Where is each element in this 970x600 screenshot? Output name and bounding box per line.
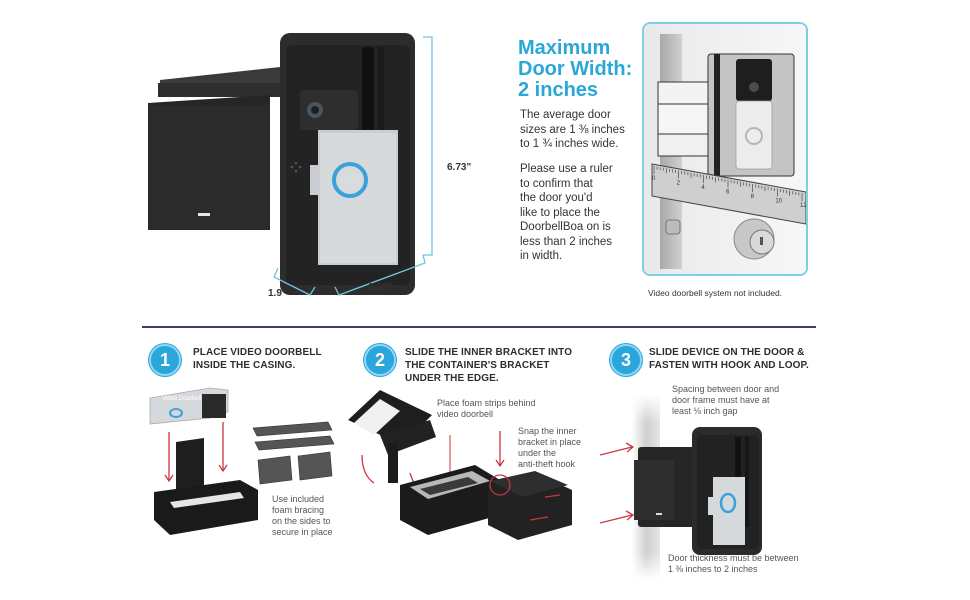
height-dimension-line (423, 36, 433, 256)
foam-block (257, 455, 293, 485)
ruler-tick-label: 0 (652, 176, 656, 182)
step-3-note-door-thickness: Door thickness must be between 1 ⅜ inche… (668, 553, 799, 574)
width-dimension-label: 6.52" (368, 282, 393, 293)
product-image (140, 25, 480, 305)
width-dimension-line (334, 254, 426, 296)
step-2-badge: 2 (364, 344, 396, 376)
depth-dimension-label: 1.9" (268, 288, 287, 299)
foam-block (297, 451, 333, 481)
step-1-badge: 1 (149, 344, 181, 376)
step-2-note-snap-bracket: Snap the inner bracket in place under th… (518, 426, 582, 469)
depth-dimension-line (273, 267, 316, 296)
door-ruler-illustration: 0 2 4 6 8 10 12 (644, 24, 806, 274)
ruler-icon (651, 163, 806, 225)
ruler-tick-label: 6 (726, 190, 730, 196)
foam-strip (252, 421, 333, 437)
door-size-paragraph: The average door sizes are 1 ⅜ inches to… (520, 109, 625, 150)
step-2-title: SLIDE THE INNER BRACKET INTO THE CONTAIN… (405, 347, 573, 384)
video-doorbell-box-label: Video Doorbell (162, 396, 201, 402)
ruler-tick-label: 8 (751, 194, 755, 200)
step-1-note-foam: Use included foam bracing on the sides t… (272, 494, 333, 537)
anti-theft-hook-highlight (489, 474, 511, 496)
right-arrow-icon (599, 446, 633, 456)
step-2-note-foam-strips: Place foam strips behind video doorbell (437, 398, 536, 419)
door-width-title: Maximum Door Width: 2 inches (518, 37, 633, 101)
ruler-instruction-paragraph: Please use a ruler to confirm that the d… (520, 163, 613, 262)
ruler-tick-label: 10 (775, 199, 782, 205)
doorbell-casing-illustration (148, 33, 433, 296)
step-3-title: SLIDE DEVICE ON THE DOOR & FASTEN WITH H… (649, 347, 809, 371)
curved-arrow-icon (361, 454, 375, 484)
height-dimension-label: 6.73" (447, 162, 472, 173)
ruler-tick-label: 12 (800, 203, 806, 209)
doorbell-not-included-caption: Video doorbell system not included. (648, 288, 783, 298)
foam-strip (254, 435, 335, 451)
step-3-badge: 3 (610, 344, 642, 376)
door-ruler-image-frame: 0 2 4 6 8 10 12 (642, 22, 808, 276)
step-1-title: PLACE VIDEO DOORBELL INSIDE THE CASING. (193, 347, 322, 371)
ruler-tick-label: 4 (701, 185, 705, 191)
step-3-illustration (599, 385, 830, 585)
step-1-illustration: Video Doorbell (140, 380, 340, 550)
step-3-note-spacing: Spacing between door and door frame must… (672, 384, 780, 416)
section-divider (142, 326, 816, 328)
ruler-tick-label: 2 (677, 181, 681, 187)
right-arrow-icon (599, 514, 633, 524)
step-2-illustration (340, 385, 600, 545)
